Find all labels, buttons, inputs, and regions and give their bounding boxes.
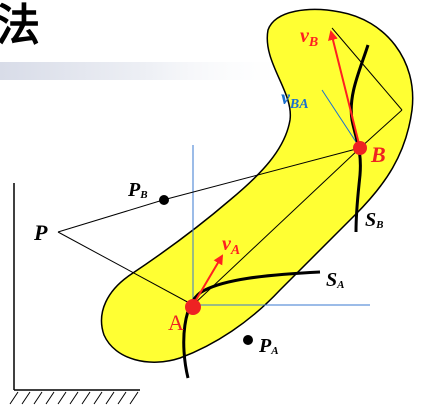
label-vB: vB	[300, 25, 318, 50]
vB-construction-line-top	[331, 27, 403, 111]
point-PB	[159, 195, 169, 205]
label-SA: SA	[326, 269, 344, 291]
label-vBA: vBA	[281, 87, 309, 112]
trajectory-SA	[182, 270, 321, 379]
point-PA	[243, 335, 253, 345]
label-A: A	[168, 310, 184, 335]
velocity-vector-vA	[192, 254, 224, 306]
label-SB: SB	[365, 209, 383, 231]
line-P-to-PB	[57, 199, 164, 233]
line-P-to-A	[57, 231, 194, 306]
line-A-to-B	[192, 147, 361, 306]
ground-hatch	[9, 391, 139, 405]
vBA-line	[321, 89, 361, 149]
line-PB-to-B	[162, 147, 361, 201]
rigid-body	[100, 8, 414, 363]
point-B	[353, 141, 367, 155]
label-PB: PB	[127, 179, 148, 201]
title-band	[0, 62, 300, 80]
velocity-vector-vB	[328, 30, 361, 149]
vB-construction-line-side	[359, 109, 403, 149]
point-A	[185, 299, 201, 315]
title-fragment: 法	[0, 0, 40, 51]
ground-frame	[9, 183, 140, 405]
label-vA: vA	[222, 233, 240, 258]
label-PA: PA	[258, 335, 279, 357]
label-B: B	[370, 142, 386, 167]
label-P: P	[33, 220, 48, 245]
